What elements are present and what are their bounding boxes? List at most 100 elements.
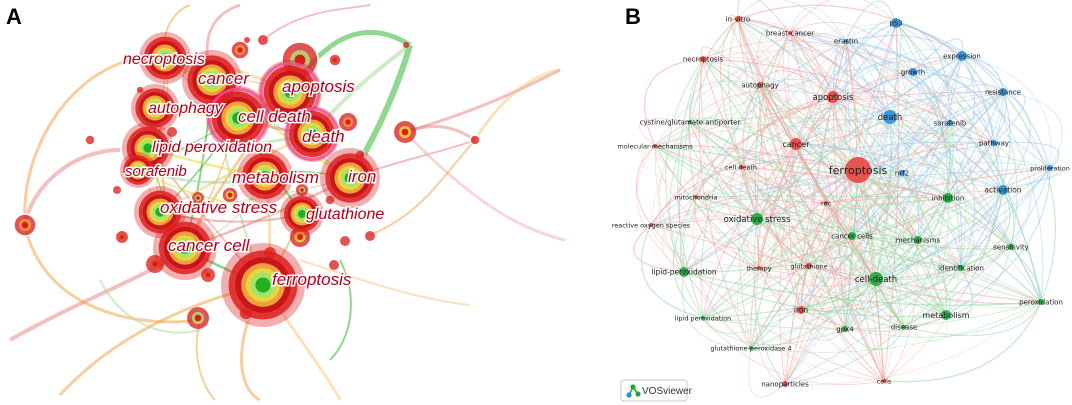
panel-a-link <box>329 259 352 361</box>
panel-b-link <box>808 142 995 267</box>
label-b-ferroptosis: ferroptosis <box>829 164 888 177</box>
panel-b-link <box>702 40 914 73</box>
panel-b-link <box>901 172 923 241</box>
node-b-sensitivity <box>1008 244 1014 250</box>
panel-b-link <box>783 265 810 385</box>
node-b-disease <box>902 325 906 329</box>
label-b-sensitivity: sensitivity <box>993 243 1029 251</box>
panel-b-link <box>832 90 951 124</box>
panel-b-link <box>737 218 758 349</box>
panel-b-link <box>808 265 905 328</box>
panel-a-link <box>23 58 131 226</box>
panel-a-minor-node <box>230 40 250 60</box>
label-b-death: death <box>878 113 903 123</box>
label-b-metabolism: metabolism <box>922 311 969 320</box>
label-b-breast-cancer: breast-cancer <box>766 29 814 37</box>
panel-b-link <box>654 145 885 382</box>
panel-b-labels: in-vitrobreast-cancerp53erastinexpressio… <box>612 15 1070 388</box>
panel-b-link <box>912 38 964 73</box>
panel-b-link <box>832 20 897 98</box>
node-b-metabolism <box>941 310 951 320</box>
panel-b-link <box>643 58 704 147</box>
node-b-identification <box>958 265 964 271</box>
panel-b-link <box>728 18 758 220</box>
panel-b-link <box>895 22 962 269</box>
panel-a-minor-node <box>328 53 342 67</box>
panel-b-link <box>875 246 1012 280</box>
panel-b-link <box>825 202 919 241</box>
panel-b-link <box>695 91 1004 198</box>
node-b-growth <box>909 68 917 76</box>
label-b-sorafenib: sorafenib <box>934 119 967 127</box>
panel-b-link <box>844 235 853 330</box>
panel-b-link <box>665 58 704 273</box>
panel-b-link <box>689 117 995 144</box>
node-b-nanoparticles <box>782 381 788 387</box>
vosviewer-badge: VOSviewer <box>620 379 693 402</box>
vosviewer-label: VOSviewer <box>642 386 693 397</box>
panel-b-link <box>756 218 947 316</box>
panel-b-link <box>947 197 975 269</box>
panel-b-link <box>844 116 891 330</box>
panel-b-link <box>730 166 758 220</box>
panel-b: in-vitrobreast-cancerp53erastinexpressio… <box>612 0 1070 398</box>
panel-b-link <box>895 22 1051 169</box>
label-b-expression: expression <box>943 52 981 60</box>
panel-a-minor-node <box>343 83 353 93</box>
node-b-pathway <box>991 140 997 146</box>
panel-a-link <box>299 259 471 306</box>
panel-b-link <box>875 22 897 280</box>
node-b-reactive-oxygen-species <box>649 223 653 227</box>
panel-b-link <box>758 265 810 279</box>
panel-b-link <box>800 246 1012 311</box>
node-b-cells <box>882 379 886 383</box>
panel-b-link <box>784 267 962 385</box>
panel-b-link <box>636 145 685 273</box>
panel-b-link <box>654 145 949 199</box>
panel-b-link <box>795 55 963 145</box>
panel-b-link <box>702 317 885 385</box>
panel-b-link <box>800 267 962 312</box>
panel-b-link <box>832 61 914 98</box>
panel-b-link <box>912 69 953 124</box>
panel-b-link <box>845 40 903 174</box>
panel-a-minor-node <box>201 268 215 282</box>
node-b-cell-death <box>869 272 883 286</box>
label-sorafenib: sorafenib <box>125 163 187 180</box>
panel-b-link <box>689 121 827 204</box>
panel-b-link <box>825 122 951 204</box>
label-metabolism: metabolism <box>232 168 319 187</box>
panel-b-link <box>912 71 1042 303</box>
panel-b-link <box>1002 91 1031 191</box>
panel-b-link <box>683 84 761 273</box>
node-b-death <box>883 110 897 124</box>
panel-b-link <box>654 145 758 220</box>
panel-b-link <box>753 218 786 385</box>
panel-a-minor-node <box>324 194 336 206</box>
panel-a-link <box>23 224 201 324</box>
panel-b-link <box>883 301 1042 383</box>
label-cancer-cell: cancer cell <box>168 236 250 255</box>
panel-b-link <box>832 96 995 144</box>
panel-a-minor-node <box>135 85 145 95</box>
panel-b-link <box>758 91 1004 269</box>
label-lipid-peroxidation: lipid peroxidation <box>152 139 272 156</box>
panel-a-minor-node <box>329 260 339 270</box>
node-ferroptosis <box>221 243 305 327</box>
panel-a-nodes <box>13 32 481 329</box>
panel-b-link <box>737 18 1012 248</box>
panel-b-link <box>750 301 1042 353</box>
panel-b-link <box>748 347 786 398</box>
panel-b-link <box>851 22 897 237</box>
panel-b-link <box>756 197 949 220</box>
panel-b-link <box>883 172 904 382</box>
panel-b-link <box>702 58 810 267</box>
label-b-molecular-mechanisms: molecular-mechanisms <box>617 142 693 150</box>
panel-b-link <box>758 167 1051 269</box>
label-b-necroptosis: necroptosis <box>683 55 724 63</box>
panel-b-link <box>844 278 877 331</box>
label-b-cell-death: cell-death <box>855 275 897 285</box>
panel-b-link <box>961 55 1044 303</box>
panel-b-link <box>737 0 791 34</box>
